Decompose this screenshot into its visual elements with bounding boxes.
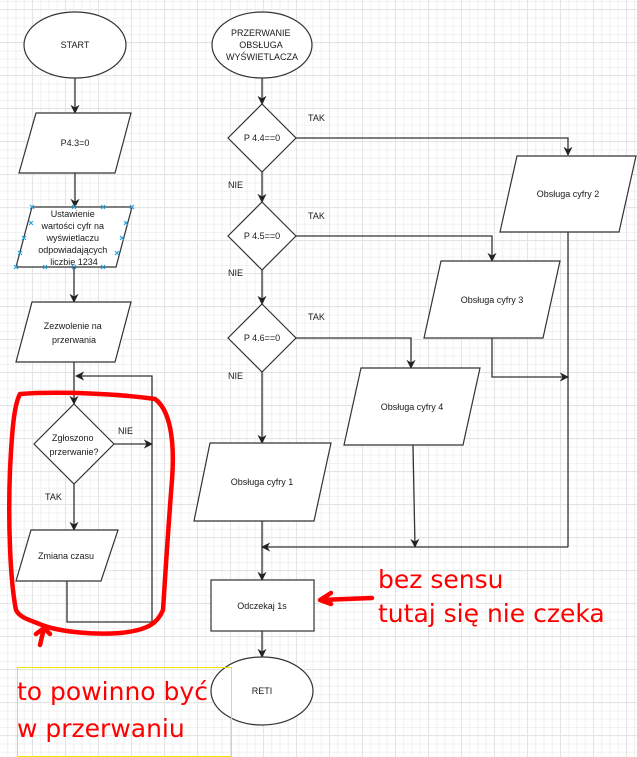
decision-no-label: NIE [118, 426, 133, 436]
enable-interrupts-process[interactable] [15, 301, 132, 363]
decision-p46-yes-label: TAK [308, 312, 325, 322]
init-port-label: P4.3=0 [61, 138, 90, 148]
wait-pointer-arrow [317, 590, 375, 607]
digit-1-process[interactable] [193, 442, 332, 522]
interrupt-decision[interactable] [33, 403, 115, 485]
digit-4-label: Obsługa cyfry 4 [381, 402, 444, 412]
decision-p45-label: P 4.5==0 [244, 231, 280, 241]
digit-2-label: Obsługa cyfry 2 [537, 189, 600, 199]
reti-label: RETI [252, 686, 273, 696]
edge-p44-yes[interactable] [296, 137, 573, 156]
digit-1-label: Obsługa cyfry 1 [231, 477, 294, 487]
loop-comment-line-2: w przerwaniu [17, 714, 185, 743]
loop-pointer-mark [33, 625, 53, 648]
interrupt-start-label: PRZERWANIE OBSŁUGA WYŚWIETLACZA [226, 28, 298, 62]
interrupt-decision-label: Zgłoszono przerwanie? [49, 433, 98, 457]
decision-p45-yes-label: TAK [308, 211, 325, 221]
digit-4-process[interactable] [343, 367, 481, 446]
change-time-label: Zmiana czasu [38, 551, 94, 561]
decision-p46-label: P 4.6==0 [244, 333, 280, 343]
decision-p44-yes-label: TAK [308, 113, 325, 123]
main-program-flow: START P4.3=0 Ustawienie wartości cyfr na… [13, 11, 153, 623]
loop-comment: to powinno być w przerwaniu [17, 673, 208, 747]
wait-comment: bez sensu tutaj się nie czeka [378, 563, 605, 631]
loop-comment-line-1: to powinno być [17, 677, 208, 706]
interrupt-routine-flow: PRZERWANIE OBSŁUGA WYŚWIETLACZA P 4.4==0… [193, 11, 637, 726]
wait-label: Odczekaj 1s [237, 601, 287, 611]
decision-yes-label: TAK [45, 492, 62, 502]
loop-highlight-circle [7, 390, 176, 636]
review-annotations-ink [7, 390, 375, 648]
digit-3-label: Obsługa cyfry 3 [461, 295, 524, 305]
wait-comment-line-2: tutaj się nie czeka [378, 599, 605, 628]
digit-2-process[interactable] [499, 155, 637, 233]
decision-p45-no-label: NIE [228, 268, 243, 278]
wait-process[interactable] [210, 579, 315, 632]
start-label: START [61, 40, 90, 50]
digit-3-process[interactable] [423, 260, 561, 339]
edge-digit-3-merge[interactable] [491, 338, 569, 382]
set-digits-process-selected[interactable] [15, 206, 133, 268]
edge-p45-yes[interactable] [296, 235, 497, 262]
edge-p46-yes[interactable] [296, 337, 416, 369]
decision-p44-label: P 4.4==0 [244, 133, 280, 143]
change-time-process[interactable] [15, 529, 119, 582]
reti-terminator[interactable] [210, 656, 314, 726]
decision-p44-no-label: NIE [228, 180, 243, 190]
set-digits-label: Ustawienie wartości cyfr na wyświetlaczu… [38, 209, 110, 267]
wait-comment-line-1: bez sensu [378, 565, 504, 594]
decision-p46-no-label: NIE [228, 371, 243, 381]
enable-interrupts-label: Zezwolenie na przerwania [44, 321, 105, 345]
selection-handles[interactable] [13, 204, 135, 270]
edge-digit-4-down[interactable] [410, 444, 420, 548]
init-port-process[interactable] [18, 112, 132, 174]
